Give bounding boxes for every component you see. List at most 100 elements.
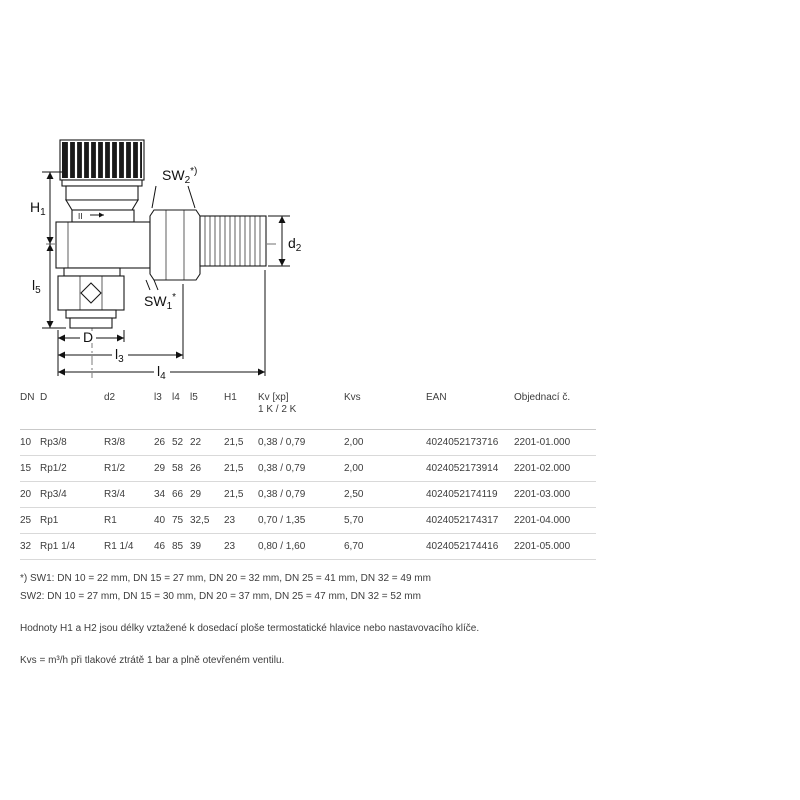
dimension-table: DN D d2 l3 l4 l5 H1 Kv [xp] 1 K / 2 K Kv…	[20, 390, 596, 560]
table-cell: 0,80 / 1,60	[258, 533, 344, 560]
table-cell: Rp1	[40, 507, 104, 534]
table-cell: 2201-03.000	[514, 481, 596, 508]
table-cell: 2201-04.000	[514, 507, 596, 534]
table-cell: 85	[172, 533, 190, 560]
table-cell: 23	[224, 533, 258, 560]
footnotes: *) SW1: DN 10 = 22 mm, DN 15 = 27 mm, DN…	[20, 572, 580, 672]
table-cell: R1	[104, 507, 154, 534]
table-header-row: DN D d2 l3 l4 l5 H1 Kv [xp] 1 K / 2 K Kv…	[20, 390, 596, 430]
table-row: 25 Rp1 R1 40 75 32,5 23 0,70 / 1,35 5,70…	[20, 507, 596, 534]
union-nut	[149, 209, 201, 281]
table-cell: 2201-05.000	[514, 533, 596, 560]
table-cell: 2,50	[344, 481, 426, 508]
svg-text:H1: H1	[30, 199, 46, 218]
col-header-ean: EAN	[426, 390, 514, 430]
table-cell: 52	[172, 429, 190, 456]
table-row: 20 Rp3/4 R3/4 34 66 29 21,5 0,38 / 0,79 …	[20, 481, 596, 508]
svg-text:l5: l5	[32, 277, 41, 296]
note-sw2: SW2: DN 10 = 27 mm, DN 15 = 30 mm, DN 20…	[20, 591, 421, 602]
table-cell: 2201-02.000	[514, 455, 596, 482]
note-sw1: *) SW1: DN 10 = 22 mm, DN 15 = 27 mm, DN…	[20, 573, 431, 584]
dim-l5: l5	[32, 244, 66, 329]
table-cell: 0,38 / 0,79	[258, 481, 344, 508]
label-sw2: SW2*)	[151, 166, 197, 209]
note-h1h2: Hodnoty H1 a H2 jsou délky vztažené k do…	[20, 623, 480, 634]
svg-text:D: D	[83, 329, 93, 345]
brand-diamond-icon	[80, 282, 102, 304]
table-cell: 21,5	[224, 481, 258, 508]
table-row: 10 Rp3/8 R3/8 26 52 22 21,5 0,38 / 0,79 …	[20, 429, 596, 456]
table-cell: 75	[172, 507, 190, 534]
table-cell: R1/2	[104, 455, 154, 482]
svg-text:SW1*: SW1*	[144, 292, 176, 312]
male-thread	[199, 215, 267, 267]
table-cell: 23	[224, 507, 258, 534]
table-row: 15 Rp1/2 R1/2 29 58 26 21,5 0,38 / 0,79 …	[20, 455, 596, 482]
table-cell: R3/4	[104, 481, 154, 508]
svg-text:l4: l4	[157, 363, 166, 382]
col-header-kvs: Kvs	[344, 390, 426, 430]
bottom-tailpiece	[57, 267, 125, 329]
table-cell: 0,70 / 1,35	[258, 507, 344, 534]
table-cell: 4024052174416	[426, 533, 514, 560]
table-cell: 20	[20, 481, 40, 508]
col-header-kv-line1: Kv [xp]	[258, 392, 289, 403]
col-header-order-no: Objednací č.	[514, 390, 596, 430]
table-cell: 21,5	[224, 429, 258, 456]
table-cell: 4024052174317	[426, 507, 514, 534]
col-header-l5: l5	[190, 390, 224, 430]
table-cell: Rp1 1/4	[40, 533, 104, 560]
table-cell: 2,00	[344, 429, 426, 456]
table-cell: 4024052173716	[426, 429, 514, 456]
table-cell: 0,38 / 0,79	[258, 429, 344, 456]
table-row: 32 Rp1 1/4 R1 1/4 46 85 39 23 0,80 / 1,6…	[20, 533, 596, 560]
dim-h1: H1	[30, 171, 62, 244]
col-header-l4: l4	[172, 390, 190, 430]
table-cell: 32	[20, 533, 40, 560]
table-cell: 22	[190, 429, 224, 456]
body-mark-label: II	[78, 212, 82, 221]
note-kvs: Kvs = m³/h při tlakové ztrátě 1 bar a pl…	[20, 655, 285, 666]
flow-direction-arrow: II	[78, 212, 104, 221]
table-cell: 0,38 / 0,79	[258, 455, 344, 482]
dim-d: D	[57, 329, 125, 376]
valve-body	[55, 221, 151, 269]
dim-l3: l3	[58, 284, 184, 365]
table-cell: 58	[172, 455, 190, 482]
svg-text:SW2*): SW2*)	[162, 166, 197, 186]
table-cell: 4024052174119	[426, 481, 514, 508]
table-cell: 32,5	[190, 507, 224, 534]
thermostatic-head	[59, 139, 145, 223]
col-header-d: D	[40, 390, 104, 430]
dim-l4: l4	[58, 270, 266, 382]
table-cell: 26	[190, 455, 224, 482]
table-cell: 39	[190, 533, 224, 560]
svg-text:d2: d2	[288, 235, 302, 254]
col-header-kv-line2: 1 K / 2 K	[258, 404, 297, 415]
table-cell: 4024052173914	[426, 455, 514, 482]
table-cell: 66	[172, 481, 190, 508]
table-cell: R3/8	[104, 429, 154, 456]
table-cell: 25	[20, 507, 40, 534]
table-cell: 10	[20, 429, 40, 456]
table-cell: Rp3/8	[40, 429, 104, 456]
table-cell: 29	[154, 455, 172, 482]
dim-d2: d2	[268, 215, 302, 267]
label-sw1: SW1*	[144, 279, 176, 312]
table-cell: Rp3/4	[40, 481, 104, 508]
table-cell: 21,5	[224, 455, 258, 482]
table-cell: 15	[20, 455, 40, 482]
table-cell: 29	[190, 481, 224, 508]
table-cell: 2,00	[344, 455, 426, 482]
table-cell: 26	[154, 429, 172, 456]
table-cell: 5,70	[344, 507, 426, 534]
table-cell: Rp1/2	[40, 455, 104, 482]
col-header-h1: H1	[224, 390, 258, 430]
table-cell: 40	[154, 507, 172, 534]
col-header-kv: Kv [xp] 1 K / 2 K	[258, 390, 344, 430]
table-cell: 2201-01.000	[514, 429, 596, 456]
table-cell: 46	[154, 533, 172, 560]
table-cell: 6,70	[344, 533, 426, 560]
table-cell: R1 1/4	[104, 533, 154, 560]
